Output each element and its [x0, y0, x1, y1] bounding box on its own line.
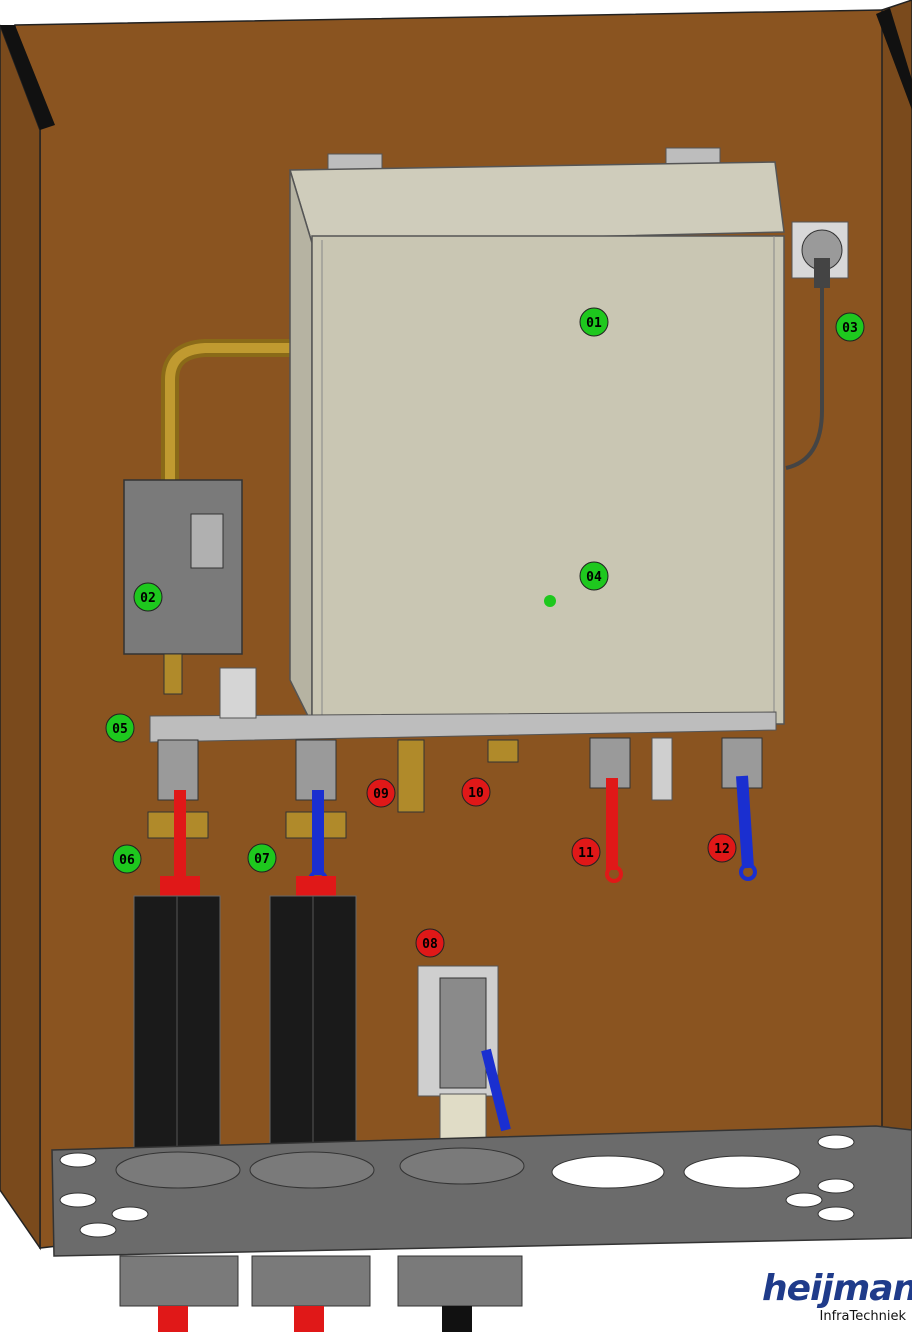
marker-circle	[366, 778, 396, 808]
marker-circle	[105, 713, 135, 743]
marker-label: 06	[119, 853, 135, 868]
marker-08: 08	[415, 928, 445, 958]
marker-circle	[835, 312, 865, 342]
marker-label: 04	[586, 570, 602, 585]
marker-12: 12	[707, 833, 737, 863]
marker-label: 02	[140, 591, 156, 606]
marker-circle	[461, 777, 491, 807]
base-plate	[51, 1125, 912, 1257]
main-box-front	[311, 235, 785, 725]
main-box-top	[288, 161, 785, 244]
marker-01: 01	[579, 307, 609, 337]
marker-circle	[133, 582, 163, 612]
marker-circle	[112, 844, 142, 874]
marker-05: 05	[105, 713, 135, 743]
marker-label: 03	[842, 321, 858, 336]
marker-circle	[707, 833, 737, 863]
cabinet-left-wall	[0, 24, 41, 1251]
marker-label: 09	[373, 787, 389, 802]
marker-04: 04	[579, 561, 609, 591]
marker-label: 10	[468, 786, 484, 801]
marker-label: 11	[578, 846, 594, 861]
marker-09: 09	[366, 778, 396, 808]
marker-11: 11	[571, 837, 601, 867]
marker-07: 07	[247, 843, 277, 873]
meter-window	[190, 513, 224, 569]
marker-label: 01	[586, 316, 602, 331]
marker-10: 10	[461, 777, 491, 807]
brand-subtitle: InfraTechniek	[819, 1309, 906, 1324]
brand-name: heijmans	[762, 1268, 912, 1309]
marker-label: 07	[254, 852, 270, 867]
cabinet-right-wall	[881, 0, 912, 1161]
marker-label: 12	[714, 842, 730, 857]
marker-02: 02	[133, 582, 163, 612]
marker-circle	[579, 307, 609, 337]
main-box-side	[289, 169, 313, 725]
cabinet-left-edge	[0, 25, 55, 130]
mounting-rail	[149, 711, 777, 743]
marker-06: 06	[112, 844, 142, 874]
power-cable	[785, 288, 824, 470]
marker-circle	[579, 561, 609, 591]
marker-label: 08	[422, 937, 438, 952]
marker-circle	[415, 928, 445, 958]
brand-logo: heijmans InfraTechniek	[762, 1268, 912, 1325]
meter-box	[123, 479, 243, 655]
marker-03: 03	[835, 312, 865, 342]
marker-label: 05	[112, 722, 128, 737]
marker-circle	[571, 837, 601, 867]
marker-circle	[247, 843, 277, 873]
cabinet-right-edge	[876, 8, 912, 110]
